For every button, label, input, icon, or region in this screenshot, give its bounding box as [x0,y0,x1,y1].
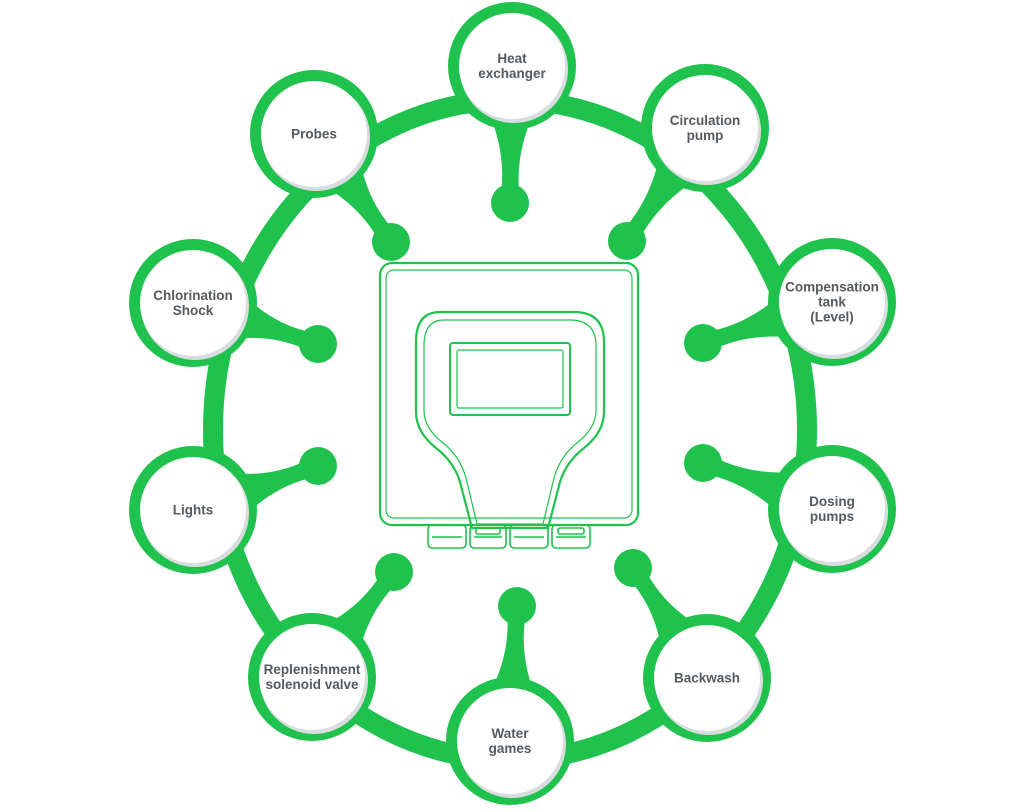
pool-controller-device-icon [378,261,640,549]
node-inner-probes [261,81,367,187]
node-inner-compensation-tank [779,249,885,355]
connector-bulb-backwash [614,549,652,587]
node-label-backwash: Backwash [673,670,741,686]
connector-stem-compensation-tank [709,302,783,349]
device-housing [378,261,640,527]
connector-stem-dosing-pumps [709,457,784,507]
node-lights [129,446,257,574]
connector-bulb-dosing-pumps [684,444,722,482]
node-label-dosing-pumps: Dosing pumps [809,494,855,524]
device-housing-inner [385,269,633,519]
node-inner-heat-exchanger [459,13,565,119]
connector-bulb-probes [372,223,410,261]
node-circulation-pump [641,64,769,192]
node-label-replenishment-solenoid-valve: Replenishment solenoid valve [263,662,361,692]
device-screen-inner [456,349,564,409]
device-screen [449,342,571,416]
connector-stem-lights [241,460,312,508]
connectors [241,123,784,685]
connector-stem-heat-exchanger [493,123,530,194]
node-inner-circulation-pump [652,75,758,181]
connector-stem-circulation-pump [625,165,687,238]
node-heat-exchanger [448,2,576,130]
connector-bulb-water-games [498,587,536,625]
device-front-panel-inner [423,319,597,525]
node-water-games [446,677,574,805]
node-inner-water-games [457,688,563,794]
node-probes [250,70,378,198]
node-circles [129,2,896,805]
node-inner-lights [140,457,246,563]
node-compensation-tank [768,238,896,366]
node-chlorination-shock [129,239,257,367]
node-backwash [643,614,771,742]
connector-bulb-chlorination-shock [299,325,337,363]
node-label-circulation-pump: Circulation pump [669,113,741,143]
node-label-probes: Probes [291,126,337,142]
connector-bulb-compensation-tank [684,324,722,362]
connector-bulb-replenishment-solenoid-valve [375,553,413,591]
node-label-heat-exchanger: Heat exchanger [478,51,546,81]
connector-stem-water-games [495,615,531,685]
connector-bulb-lights [299,447,337,485]
device-front-panel [414,310,606,530]
node-label-compensation-tank: Compensation tank (Level) [785,279,879,325]
node-inner-chlorination-shock [140,250,246,356]
node-dosing-pumps [768,445,896,573]
node-inner-replenishment-solenoid-valve [259,624,365,730]
node-label-water-games: Water games [488,726,532,756]
node-inner-dosing-pumps [779,456,885,562]
connector-stem-chlorination-shock [242,303,312,350]
connector-bulb-circulation-pump [608,222,646,260]
node-inner-backwash [654,625,760,731]
device-cable-glands [427,524,591,549]
node-label-chlorination-shock: Chlorination Shock [153,288,233,318]
node-replenishment-solenoid-valve [248,613,376,741]
connector-bulb-heat-exchanger [491,184,529,222]
node-label-lights: Lights [172,502,214,518]
